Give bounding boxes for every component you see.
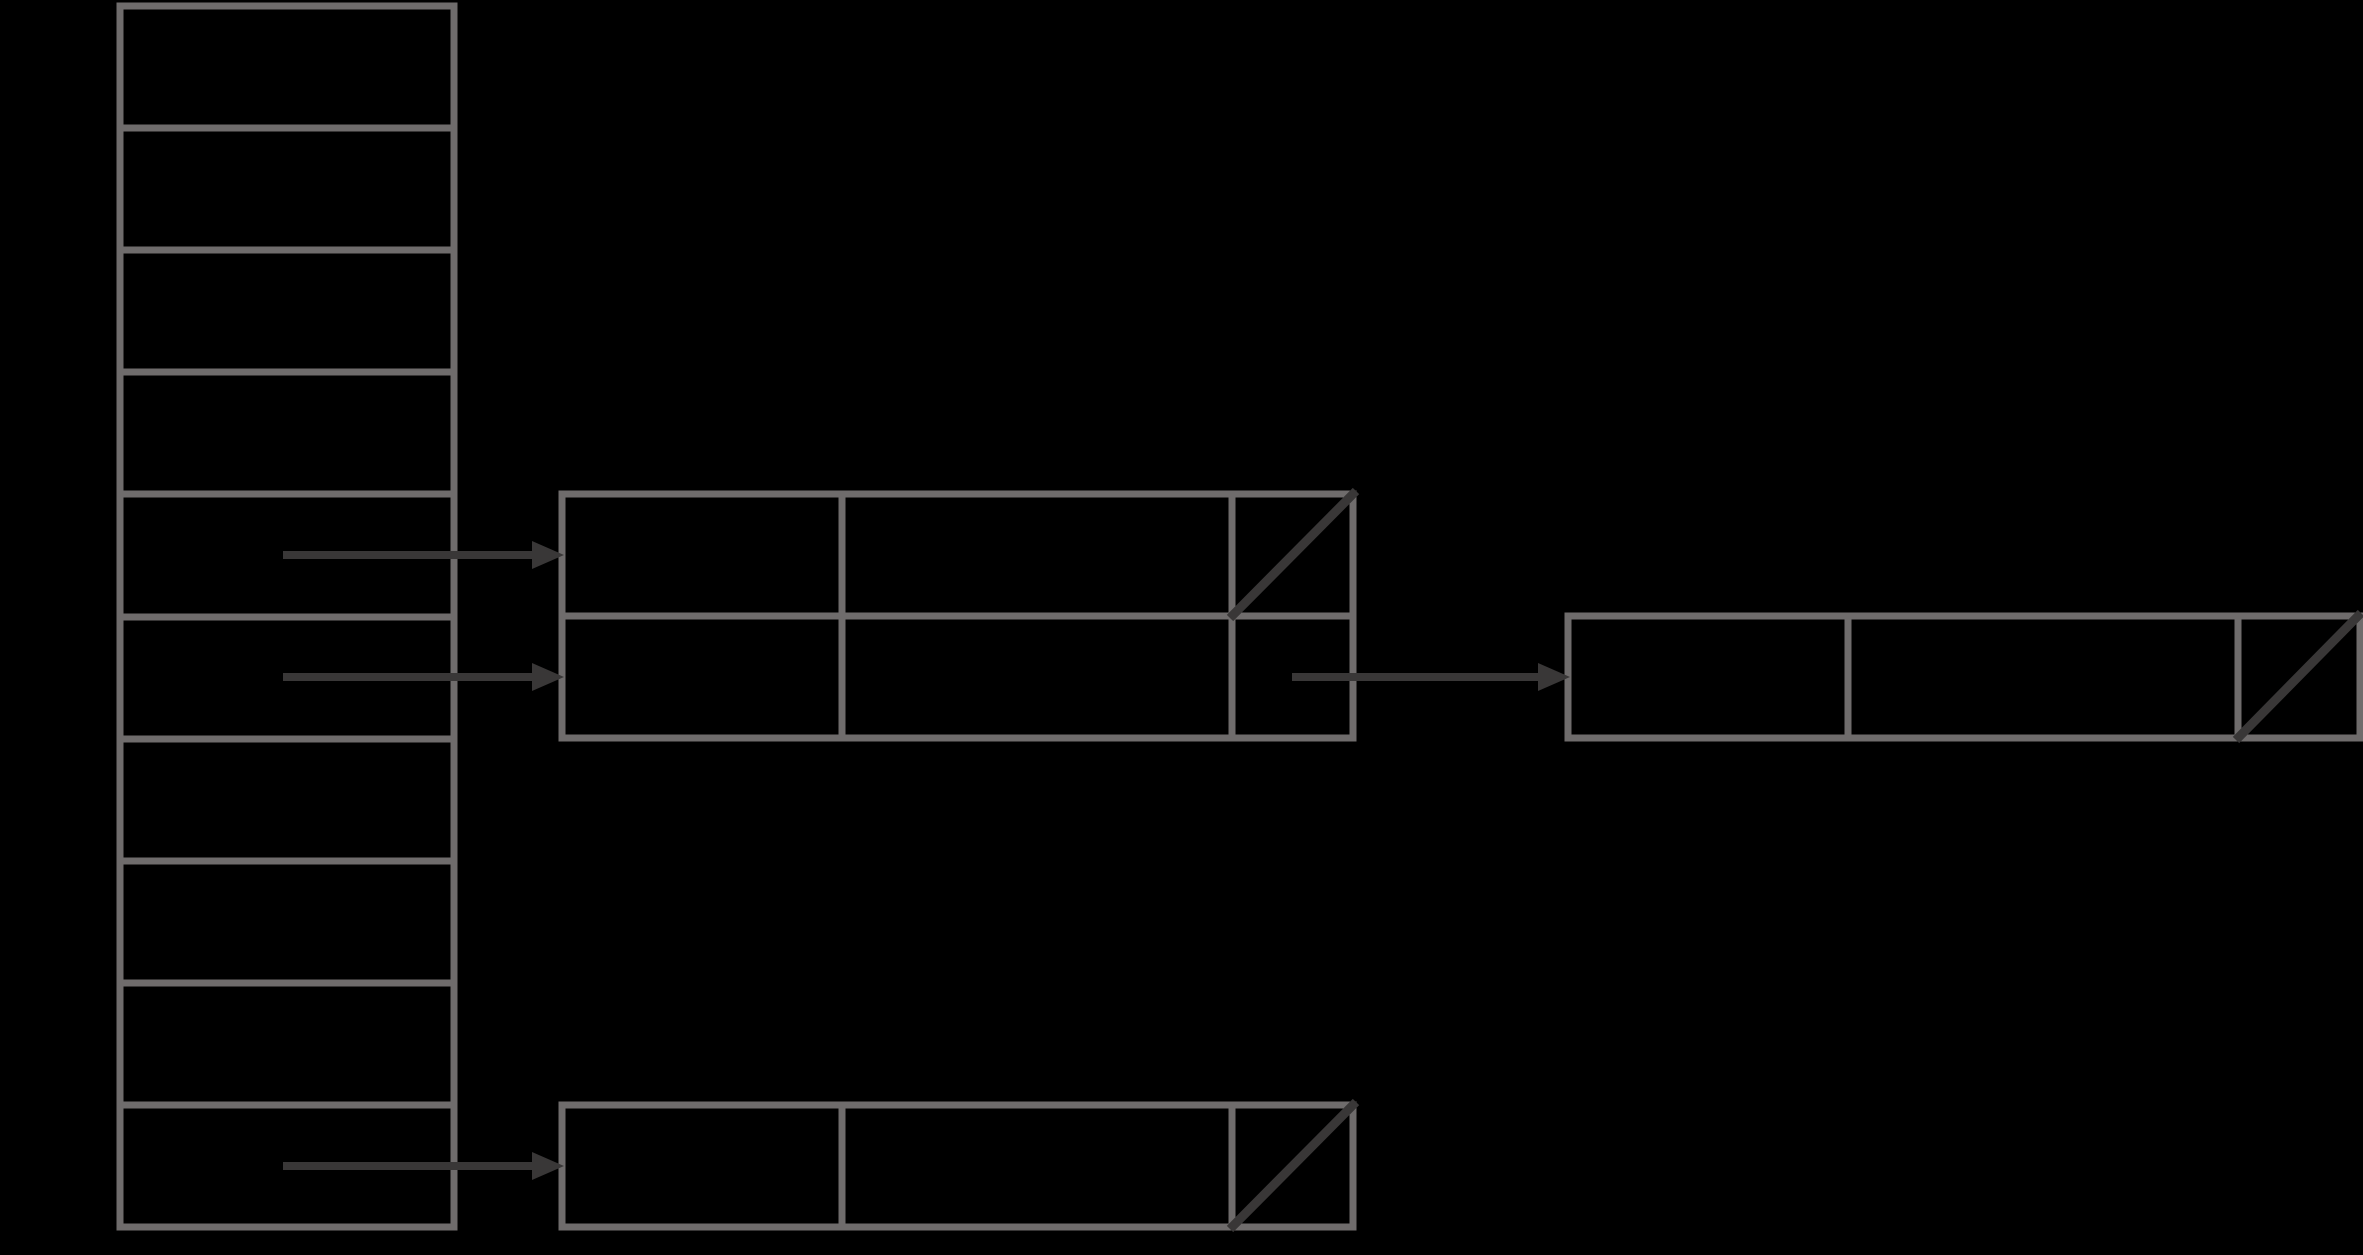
- null-marker-diagonal: [1226, 1098, 1360, 1233]
- arrow-head-icon: [532, 663, 564, 691]
- chain-node-a: [558, 487, 1360, 742]
- pointer-arrow-bucket5: [283, 541, 564, 569]
- pointer-arrow-node-a-to-node-b: [1292, 663, 1570, 691]
- pointer-arrow-bucket6: [283, 663, 564, 691]
- bucket-array: [116, 2, 458, 1231]
- chain-node-c: [558, 1098, 1360, 1233]
- arrow-head-icon: [532, 1152, 564, 1180]
- pointer-arrow-bucket10: [283, 1152, 564, 1180]
- null-marker-diagonal: [1226, 487, 1360, 622]
- arrow-head-icon: [1538, 663, 1570, 691]
- null-marker-diagonal: [2232, 609, 2363, 744]
- arrow-head-icon: [532, 541, 564, 569]
- chain-node-b: [1564, 609, 2363, 744]
